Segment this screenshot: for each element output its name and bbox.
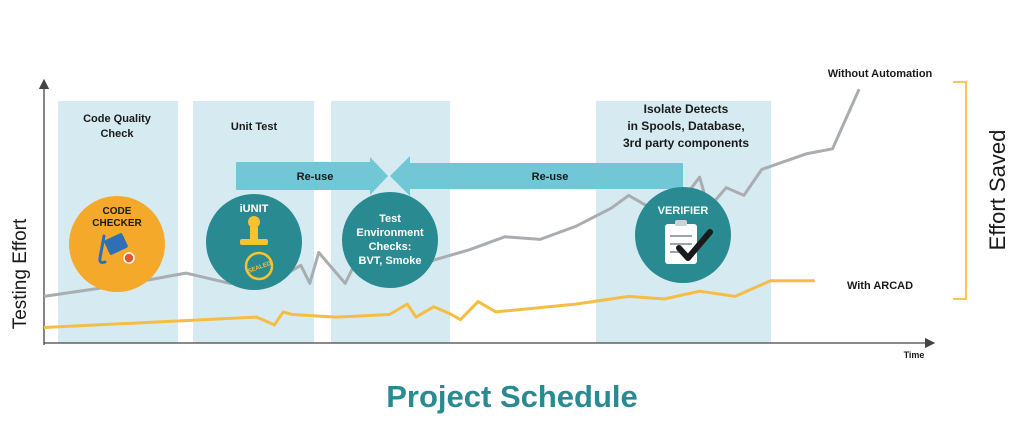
chart-title: Project Schedule <box>386 379 638 414</box>
iunit-label: iUNIT <box>240 203 269 215</box>
phase-label-isolate-2: in Spools, Database, <box>627 119 744 133</box>
series-label-without-automation: Without Automation <box>828 68 933 80</box>
tec-label-1: Test <box>379 213 401 225</box>
phase-label-unit-test: Unit Test <box>231 121 278 133</box>
code-checker-icon <box>98 233 135 264</box>
y-axis-label: Testing Effort <box>10 218 31 329</box>
phase-label-code-quality-1: Code Quality <box>83 113 152 125</box>
series-line-with-arcad <box>43 279 815 329</box>
tec-label-3: Checks: <box>369 241 412 253</box>
test-environment-badge: Test Environment Checks: BVT, Smoke <box>342 192 438 288</box>
series-label-with-arcad: With ARCAD <box>847 280 913 292</box>
phase-label-isolate-1: Isolate Detects <box>644 102 729 116</box>
code-checker-badge: CODE CHECKER <box>69 196 165 292</box>
phase-label-code-quality-2: Check <box>100 128 134 140</box>
reuse-arrow-right <box>236 157 388 195</box>
clipboard-check-icon <box>665 220 713 264</box>
reuse-arrow-left <box>390 156 683 196</box>
code-checker-label-2: CHECKER <box>92 218 142 229</box>
code-checker-label-1: CODE <box>103 206 132 217</box>
iunit-badge: iUNIT SEALED <box>206 194 302 290</box>
phase-label-isolate-3: 3rd party components <box>623 136 749 150</box>
tec-label-2: Environment <box>356 227 424 239</box>
effort-saved-label: Effort Saved <box>985 130 1010 251</box>
x-axis-label: Time <box>904 350 925 360</box>
reuse-arrow-left-label: Re-use <box>532 171 569 183</box>
verifier-badge: VERIFIER <box>635 187 731 283</box>
effort-saved-bracket <box>953 81 967 300</box>
tec-label-4: BVT, Smoke <box>359 255 422 267</box>
verifier-label: VERIFIER <box>658 205 709 217</box>
reuse-arrow-right-label: Re-use <box>297 171 334 183</box>
